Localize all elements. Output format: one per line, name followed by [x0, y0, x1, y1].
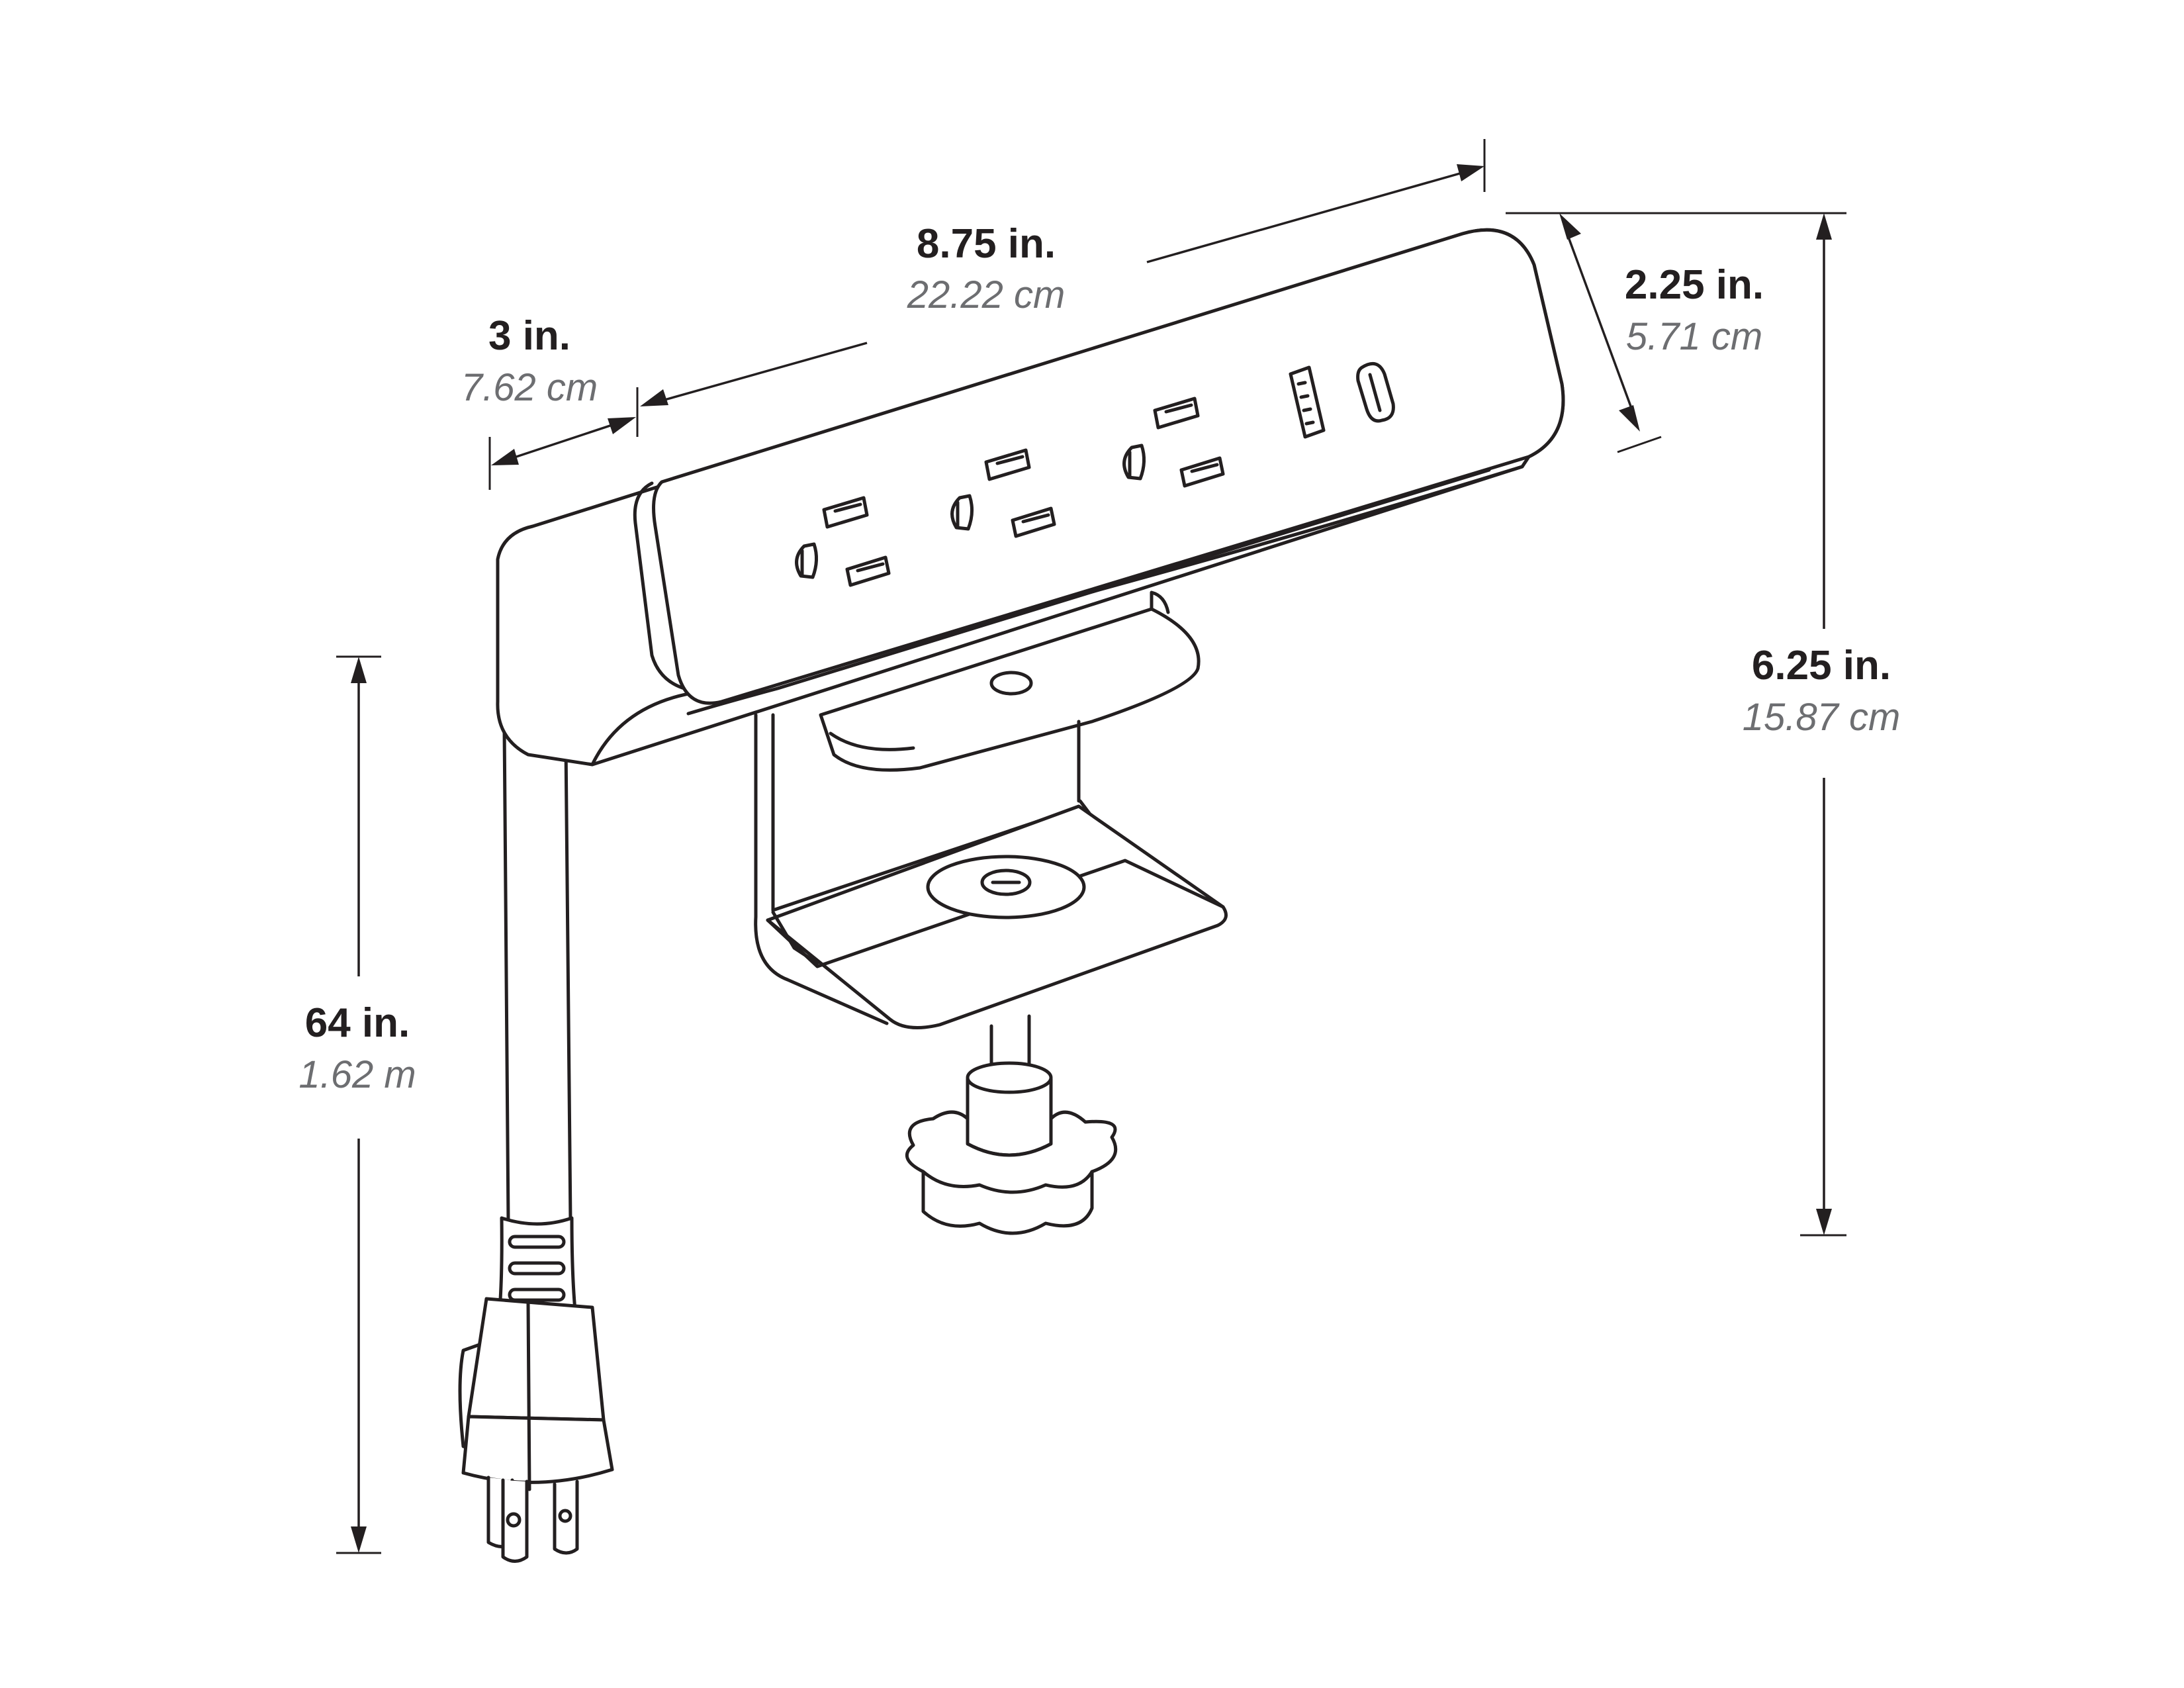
cord-length-imperial-label: 64 in.	[304, 1000, 410, 1046]
dim-line-total-height	[1800, 212, 1846, 1237]
cord-length-metric-label: 1.62 m	[298, 1053, 416, 1096]
depth-imperial-label: 3 in.	[488, 313, 571, 359]
ac-outlet-3	[1122, 397, 1225, 488]
desk-clamp	[754, 590, 1228, 1235]
end-height-metric-label: 5.71 cm	[1625, 315, 1763, 358]
dim-line-end-height	[1506, 212, 1846, 453]
total-height-metric-label: 15.87 cm	[1742, 696, 1901, 739]
ac-outlet-1	[795, 496, 891, 587]
length-imperial-label: 8.75 in.	[916, 221, 1056, 267]
dim-line-depth	[488, 387, 639, 490]
depth-metric-label: 7.62 cm	[461, 366, 598, 409]
length-metric-label: 22.22 cm	[907, 273, 1066, 316]
total-height-imperial-label: 6.25 in.	[1751, 643, 1891, 688]
dim-line-cord-length	[336, 655, 381, 1554]
ac-outlet-2	[950, 448, 1056, 538]
usb-c-port	[1356, 361, 1395, 423]
dimension-lines	[336, 139, 1846, 1554]
dim-line-length	[640, 139, 1486, 406]
usb-a-port	[1289, 365, 1326, 439]
end-height-imperial-label: 2.25 in.	[1624, 262, 1764, 308]
power-plug	[458, 1216, 614, 1563]
power-strip-housing	[496, 228, 1565, 767]
